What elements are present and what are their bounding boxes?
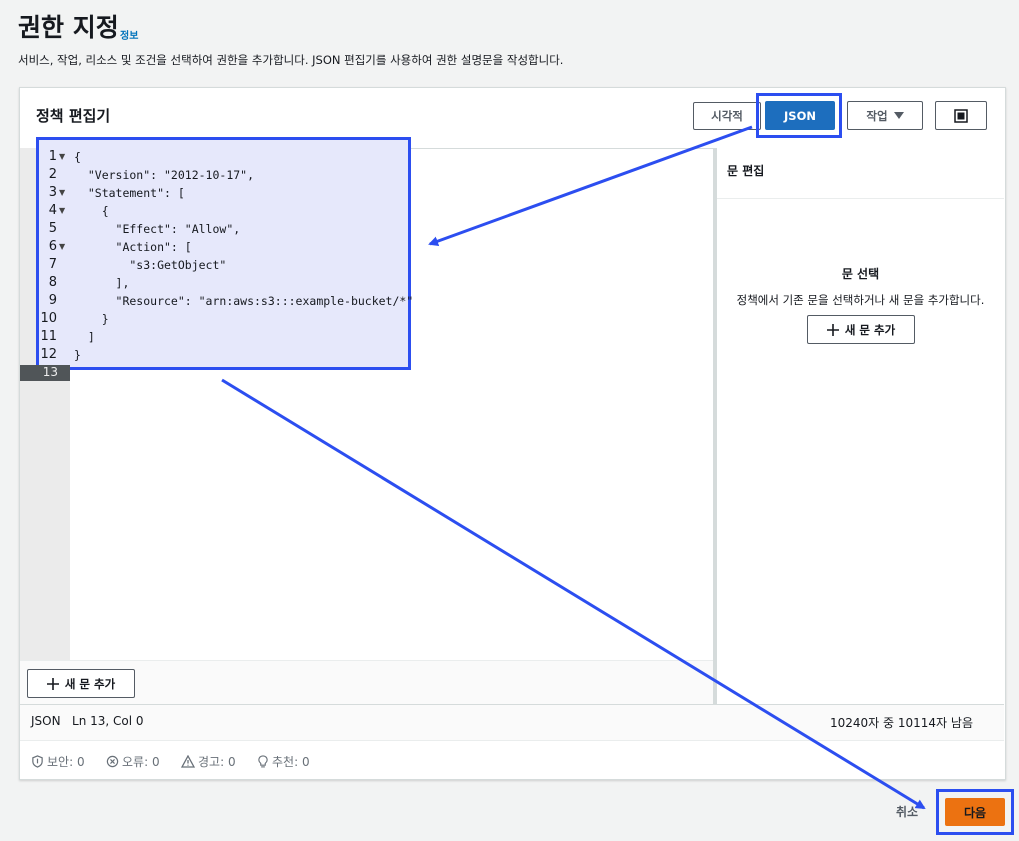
line-number: 2 <box>48 167 57 182</box>
line-number: 9 <box>48 293 57 308</box>
json-highlight-box <box>756 93 842 138</box>
line-number: 3 <box>48 185 57 200</box>
code-line: "Effect": "Allow", <box>74 222 241 236</box>
code-line: "Resource": "arn:aws:s3:::example-bucket… <box>74 294 414 308</box>
json-toggle-label: JSON <box>784 108 816 123</box>
code-line: } <box>74 312 109 326</box>
lightbulb-icon <box>258 755 268 768</box>
validation-bar <box>20 740 1004 779</box>
empty-state-title: 문 선택 <box>841 267 880 281</box>
statement-side-panel <box>717 148 1004 704</box>
visual-toggle-label: 시각적 <box>711 109 743 123</box>
code-line: { <box>74 204 109 218</box>
actions-label: 작업 <box>866 108 888 123</box>
line-number: 11 <box>40 329 57 344</box>
code-line: ] <box>74 330 95 344</box>
fold-caret-icon[interactable]: ▼ <box>59 242 66 251</box>
code-line: "Action": [ <box>74 240 192 254</box>
active-line-number: 13 <box>20 365 70 381</box>
side-add-statement-label: 새 문 추가 <box>844 322 896 337</box>
code-line: "s3:GetObject" <box>74 258 227 272</box>
side-add-statement-button[interactable]: 새 문 추가 <box>807 315 915 344</box>
code-highlight-box <box>36 137 411 370</box>
warning-icon <box>181 755 195 768</box>
suggestions-label: 추천: 0 <box>272 755 310 769</box>
suggestion-count[interactable]: 추천: 0 <box>257 753 310 770</box>
add-statement-label: 새 문 추가 <box>64 676 116 691</box>
info-link[interactable]: 정보 <box>120 31 139 42</box>
character-count: 10240자 중 10114자 남음 <box>830 716 973 730</box>
line-number: 1 <box>48 149 57 164</box>
line-number: 6 <box>48 239 57 254</box>
cancel-button[interactable]: 취소 <box>896 805 919 819</box>
fold-caret-icon[interactable]: ▼ <box>59 152 66 161</box>
errors-label: 오류: 0 <box>122 755 160 769</box>
warning-count[interactable]: 경고: 0 <box>181 753 236 770</box>
active-line-label: 13 <box>42 365 58 379</box>
plus-icon <box>826 323 839 336</box>
add-statement-button[interactable]: 새 문 추가 <box>27 669 135 698</box>
error-count[interactable]: 오류: 0 <box>106 753 160 770</box>
code-line: "Version": "2012-10-17", <box>74 168 255 182</box>
empty-state-description: 정책에서 기존 문을 선택하거나 새 문을 추가합니다. <box>736 293 985 307</box>
code-line: "Statement": [ <box>74 186 185 200</box>
policy-editor-title: 정책 편집기 <box>36 107 111 125</box>
next-highlight-box <box>936 789 1014 835</box>
page-title: 권한 지정 <box>18 13 119 42</box>
shield-icon <box>32 755 43 768</box>
json-toggle-button[interactable]: JSON <box>765 101 835 130</box>
next-button[interactable]: 다음 <box>945 798 1005 826</box>
line-number: 7 <box>48 257 57 272</box>
code-line: ], <box>74 276 130 290</box>
warnings-label: 경고: 0 <box>198 755 236 769</box>
code-line: { <box>74 150 81 164</box>
line-number: 4 <box>48 203 57 218</box>
error-icon <box>106 755 119 768</box>
caret-down-icon <box>893 111 904 119</box>
fold-caret-icon[interactable]: ▼ <box>59 206 66 215</box>
plus-icon <box>46 677 59 690</box>
line-number: 10 <box>40 311 57 326</box>
line-number: 8 <box>48 275 57 290</box>
line-number: 12 <box>40 347 57 362</box>
fullscreen-button[interactable] <box>935 101 987 130</box>
security-count[interactable]: 보안: 0 <box>31 753 85 770</box>
security-label: 보안: 0 <box>47 755 85 769</box>
side-panel-title: 문 편집 <box>727 164 765 178</box>
side-panel-header <box>717 148 1004 199</box>
page-description: 서비스, 작업, 리소스 및 조건을 선택하여 권한을 추가합니다. JSON … <box>18 53 564 67</box>
cursor-position: JSON Ln 13, Col 0 <box>31 714 144 728</box>
visual-toggle-button[interactable]: 시각적 <box>693 102 761 130</box>
code-line: } <box>74 348 81 362</box>
fold-caret-icon[interactable]: ▼ <box>59 188 66 197</box>
next-label: 다음 <box>963 805 987 820</box>
actions-dropdown-button[interactable]: 작업 <box>847 101 923 130</box>
fullscreen-icon <box>954 108 968 123</box>
line-number: 5 <box>48 221 57 236</box>
